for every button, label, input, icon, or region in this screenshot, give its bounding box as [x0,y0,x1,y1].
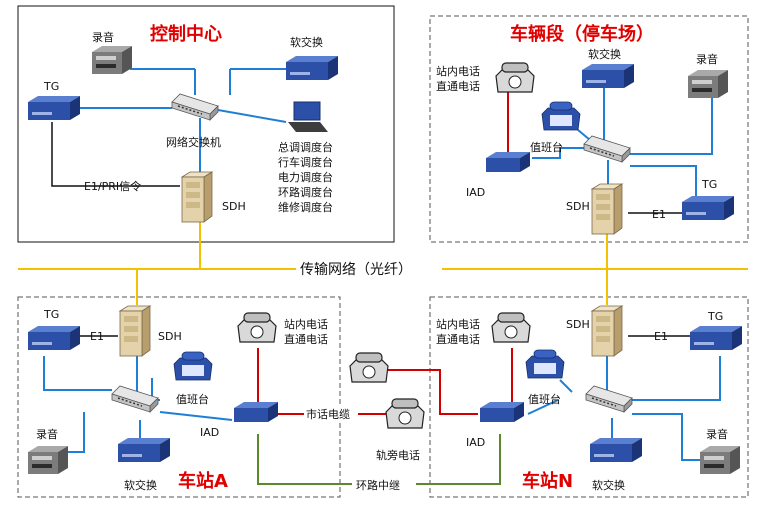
sdh-equipment-icon [119,305,151,357]
console-item: 电力调度台 [278,170,333,184]
depot-phone2-label: 直通电话 [436,79,480,93]
station-n-duty-label: 值班台 [528,392,561,406]
station-a-title: 车站A [178,470,228,492]
telephone-icon [237,312,277,343]
recording-server-icon [700,446,740,474]
iad-device-icon [480,402,524,422]
recording-server-icon [688,70,728,98]
station-n-e1-label: E1 [654,330,668,343]
station-n-phone2-label: 直通电话 [436,332,480,346]
control-recording-label: 录音 [92,30,114,44]
control-center-frame [17,5,395,243]
depot-iad-label: IAD [466,186,485,199]
trackside-phone-icon [385,398,425,429]
direct-phone-icon [349,352,389,383]
network-switch-icon [171,93,219,121]
station-a-duty-label: 值班台 [176,392,209,406]
depot-e1-label: E1 [652,208,666,221]
depot-sdh-label: SDH [566,200,590,213]
station-a-softswitch-label: 软交换 [124,478,157,492]
softswitch-icon [582,64,634,88]
station-n-tg-label: TG [707,310,723,323]
control-tg-label: TG [43,80,59,93]
control-center-title: 控制中心 [150,23,222,45]
tg-gateway-icon [28,326,80,350]
fiber-network-label: 传输网络（光纤） [300,262,412,278]
station-a-tg-label: TG [43,308,59,321]
station-a-phone2-label: 直通电话 [284,332,328,346]
control-softswitch-label: 软交换 [290,35,323,49]
dispatch-console-icon [287,101,329,133]
station-a-e1-label: E1 [90,330,104,343]
tg-gateway-icon [682,196,734,220]
city-cable-label: 市话电缆 [306,407,350,421]
sdh-equipment-icon [181,171,213,223]
recording-server-icon [28,446,68,474]
control-switch-label: 网络交换机 [166,135,221,149]
depot-recording-label: 录音 [696,52,718,66]
network-switch-icon [583,135,631,163]
recording-server-icon [92,46,132,74]
console-item: 环路调度台 [278,185,333,199]
station-a-recording-label: 录音 [36,427,58,441]
station-n-softswitch-label: 软交换 [592,478,625,492]
depot-tg-label: TG [701,178,717,191]
station-n-recording-label: 录音 [706,427,728,441]
telephone-icon [495,62,535,93]
station-n-sdh-label: SDH [566,318,590,331]
depot-softswitch-label: 软交换 [588,47,621,61]
depot-duty-label: 值班台 [530,140,563,154]
station-n-phone1-label: 站内电话 [436,317,480,331]
station-n-frame [429,296,749,498]
duty-console-icon [541,101,581,131]
station-a-phone1-label: 站内电话 [284,317,328,331]
network-switch-icon [585,385,633,413]
console-item: 总调调度台 [278,140,333,154]
control-e1pri-label: E1/PRI信令 [84,179,141,193]
station-n-iad-label: IAD [466,436,485,449]
iad-device-icon [234,402,278,422]
control-sdh-label: SDH [222,200,246,213]
console-item: 维修调度台 [278,200,333,214]
depot-phone1-label: 站内电话 [436,64,480,78]
station-n-title: 车站N [522,470,573,492]
softswitch-icon [118,438,170,462]
depot-title: 车辆段（停车场） [510,23,654,45]
softswitch-icon [286,56,338,80]
tg-gateway-icon [690,326,742,350]
station-a-iad-label: IAD [200,426,219,439]
iad-device-icon [486,152,530,172]
station-a-sdh-label: SDH [158,330,182,343]
console-item: 行车调度台 [278,155,333,169]
softswitch-icon [590,438,642,462]
sdh-equipment-icon [591,305,623,357]
duty-console-icon [525,349,565,379]
trackside-phone-label: 轨旁电话 [376,448,420,462]
telephone-icon [491,312,531,343]
sdh-equipment-icon [591,183,623,235]
station-a-frame [17,296,341,498]
tg-gateway-icon [28,96,80,120]
duty-console-icon [173,351,213,381]
loop-trunk-label: 环路中继 [356,479,400,492]
